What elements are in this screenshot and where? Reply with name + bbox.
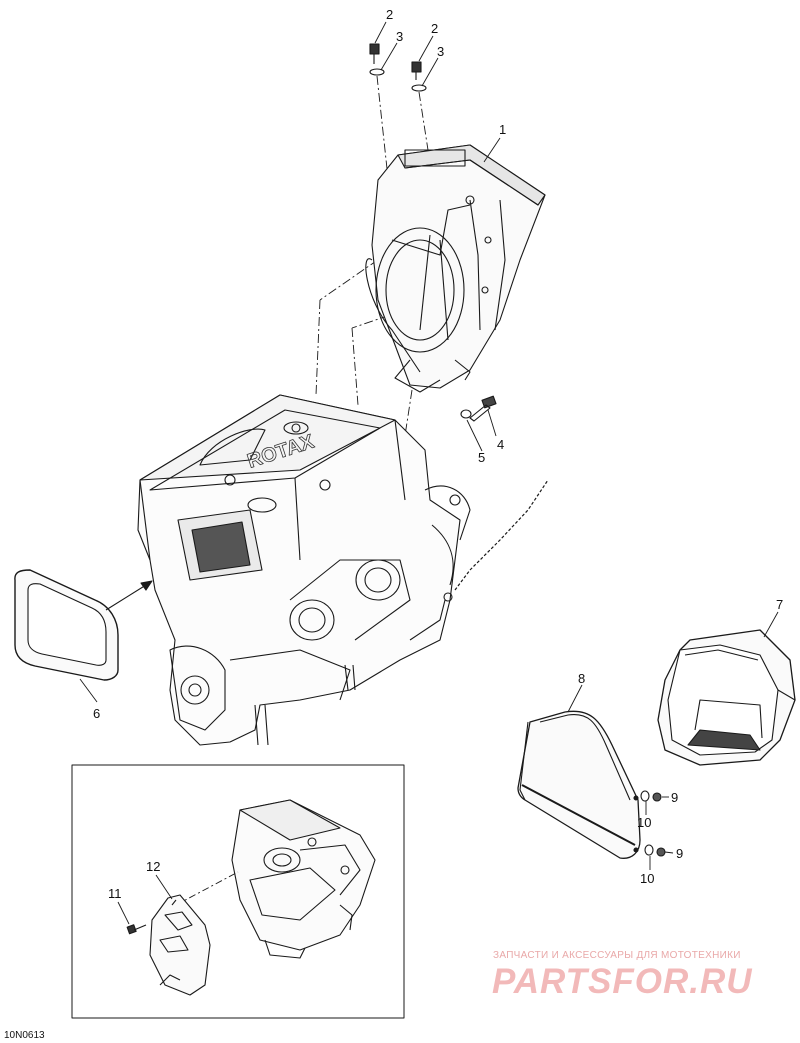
figure-id: 10N0613 — [4, 1030, 45, 1041]
callout-7: 7 — [776, 597, 783, 612]
callout-4: 4 — [497, 437, 504, 452]
arrow-shaft — [105, 584, 147, 611]
callout-12: 12 — [146, 859, 160, 874]
watermark-logo: PARTSFOR.RU — [492, 962, 753, 1001]
washer-left — [369, 68, 385, 76]
cover-fasteners — [633, 790, 666, 857]
watermark-tagline: ЗАПЧАСТИ И АКСЕССУАРЫ ДЛЯ МОТОТЕХНИКИ — [493, 950, 741, 961]
callout-10b: 10 — [640, 871, 654, 886]
filter-cover-panel — [517, 710, 641, 859]
callout-8: 8 — [578, 671, 585, 686]
air-intake-duct — [657, 629, 796, 766]
screw-right — [411, 61, 427, 92]
callout-leaders — [79, 21, 779, 925]
callout-10a: 10 — [637, 815, 651, 830]
callout-9b: 9 — [676, 846, 683, 861]
engine-block: ROTAX — [137, 394, 471, 746]
seal-gasket — [14, 569, 153, 681]
screw-left — [369, 43, 385, 76]
arrow-head — [140, 580, 153, 591]
callout-9a: 9 — [671, 790, 678, 805]
inset-airbox — [231, 799, 376, 959]
washer-right — [411, 84, 427, 92]
cable-line — [454, 479, 549, 591]
callout-2a: 2 — [386, 7, 393, 22]
inset-screw — [126, 924, 147, 935]
callout-3a: 3 — [396, 29, 403, 44]
callout-2b: 2 — [431, 21, 438, 36]
inset-plate — [149, 894, 211, 996]
bolt-washer — [460, 409, 472, 419]
bolt — [460, 395, 497, 422]
fan-housing — [365, 144, 546, 393]
detail-inset-frame — [71, 764, 405, 1019]
callout-5: 5 — [478, 450, 485, 465]
callout-11: 11 — [108, 886, 122, 901]
callout-3b: 3 — [437, 44, 444, 59]
callout-6: 6 — [93, 706, 100, 721]
callout-1: 1 — [499, 122, 506, 137]
inset-alignment-line — [175, 871, 239, 906]
